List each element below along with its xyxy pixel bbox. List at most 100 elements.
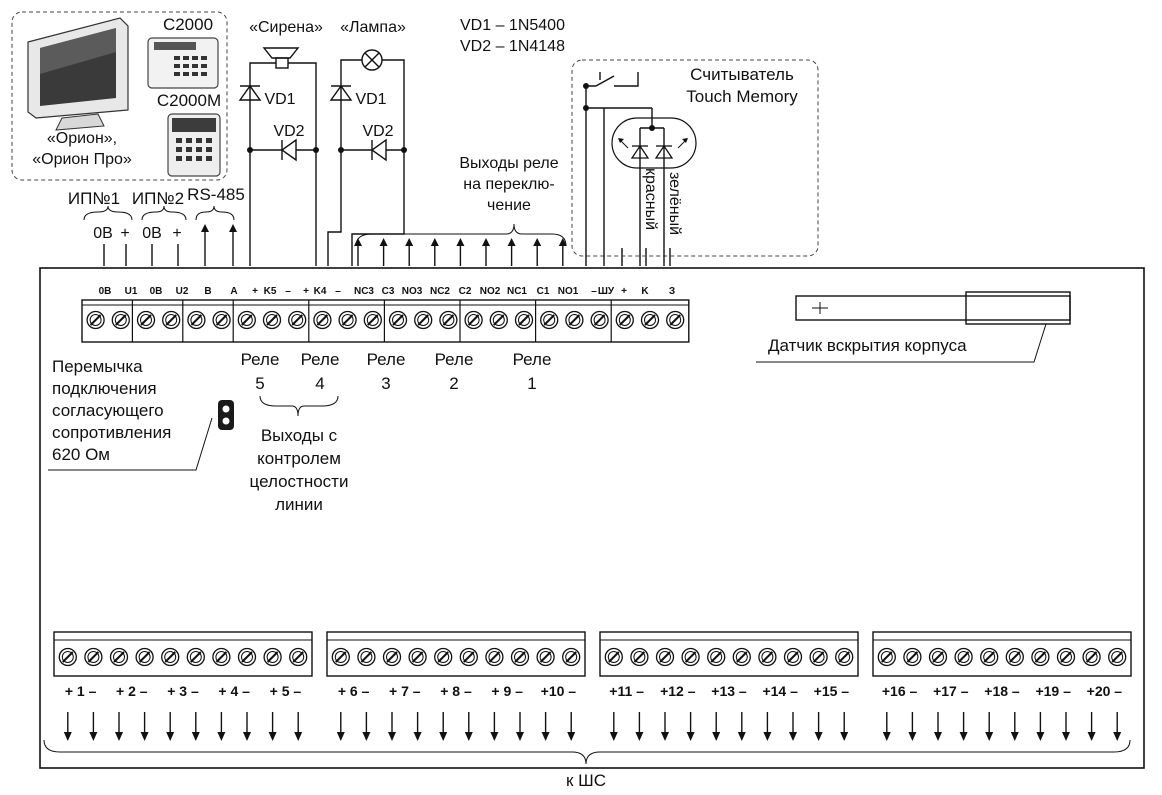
tamper-label: Датчик вскрытия корпуса bbox=[768, 336, 967, 355]
red-led-icon bbox=[618, 138, 650, 159]
to-zones-label: к ШС bbox=[566, 771, 606, 790]
computer-monitor-icon bbox=[27, 17, 129, 131]
zone-label: +10 – bbox=[541, 683, 577, 699]
vd2-siren-label: VD2 bbox=[273, 123, 304, 140]
zone-screw-terminal bbox=[954, 647, 973, 667]
zone-screw-terminal bbox=[536, 647, 555, 667]
zone-screw-terminal bbox=[212, 647, 231, 667]
zone-screw-terminal bbox=[58, 647, 77, 667]
psu2-zero-label: 0В bbox=[142, 225, 162, 242]
zone-screw-terminal bbox=[980, 647, 999, 667]
top-screw-terminal bbox=[313, 310, 332, 330]
top-screw-terminal bbox=[262, 310, 282, 330]
relay-number-label: 1 bbox=[527, 374, 536, 393]
top-screw-terminal bbox=[237, 310, 256, 330]
top-screw-terminal bbox=[212, 310, 231, 330]
zone-screw-terminal bbox=[109, 647, 129, 667]
top-screw-terminal bbox=[514, 310, 534, 330]
top-screw-terminal bbox=[162, 310, 181, 330]
terminal-label: C2 bbox=[459, 286, 472, 297]
terminal-label: NC1 bbox=[507, 286, 527, 297]
zone-label: +20 – bbox=[1087, 683, 1123, 699]
terminal-label: З bbox=[669, 286, 675, 297]
c2000m-label: С2000М bbox=[157, 91, 221, 110]
terminal-label: NO2 bbox=[480, 286, 501, 297]
controlled-text-line: контролем bbox=[257, 449, 341, 468]
board-outline bbox=[39, 267, 1145, 769]
top-screw-terminal bbox=[86, 310, 105, 330]
terminal-label: NO3 bbox=[402, 286, 423, 297]
reader-label-line2: Touch Memory bbox=[686, 87, 798, 106]
zone-labels: + 1 –+ 2 –+ 3 –+ 4 –+ 5 –+ 6 –+ 7 –+ 8 –… bbox=[65, 683, 1122, 699]
relay-number-label: 4 bbox=[315, 374, 324, 393]
zone-screw-terminal bbox=[459, 647, 478, 667]
terminal-label: NC3 bbox=[354, 286, 374, 297]
zone-screw-terminal bbox=[510, 647, 530, 667]
relay-outputs-line3: чение bbox=[487, 197, 531, 214]
psu1-plus-label: + bbox=[120, 225, 129, 242]
zone-label: + 8 – bbox=[440, 683, 472, 699]
terminal-label: U1 bbox=[125, 286, 138, 297]
jumper-text-line: подключения bbox=[52, 379, 157, 398]
vd1-lamp-label: VD1 bbox=[355, 91, 386, 108]
zone-screw-terminal bbox=[928, 647, 948, 667]
zone-screw-terminal bbox=[485, 647, 504, 667]
top-screw-terminal bbox=[565, 310, 584, 330]
top-screw-terminal bbox=[489, 310, 508, 330]
terminal-label: C3 bbox=[382, 286, 395, 297]
top-screw-terminal bbox=[338, 310, 357, 330]
jumper-description: Перемычкаподключениясогласующегосопротив… bbox=[52, 357, 171, 464]
zone-label: +12 – bbox=[660, 683, 696, 699]
zone-screw-terminal bbox=[783, 647, 803, 667]
green-led-icon bbox=[654, 138, 688, 159]
zone-screw-terminal bbox=[604, 647, 623, 667]
relay-name-label: Реле bbox=[367, 350, 406, 369]
vd2-lamp-label: VD2 bbox=[362, 123, 393, 140]
lamp-label: «Лампа» bbox=[340, 19, 406, 36]
c2000m-console-icon bbox=[167, 113, 221, 177]
terminal-label: + bbox=[252, 286, 258, 297]
zone-screw-terminal bbox=[903, 647, 922, 667]
terminal-label: NC2 bbox=[430, 286, 450, 297]
zone-output-arrows bbox=[63, 712, 1122, 741]
terminal-label: B bbox=[204, 286, 211, 297]
zone-screw-terminal bbox=[809, 647, 828, 667]
zone-label: +14 – bbox=[762, 683, 798, 699]
zone-screw-terminal bbox=[1005, 647, 1024, 667]
zone-screw-terminal bbox=[1031, 647, 1050, 667]
relay-name-label: Реле bbox=[513, 350, 552, 369]
terminal-label: + bbox=[621, 286, 627, 297]
relay-name-label: Реле bbox=[435, 350, 474, 369]
relay-name-label: Реле bbox=[241, 350, 280, 369]
zone-terminal-blocks bbox=[53, 631, 1132, 677]
zone-screw-terminal bbox=[84, 647, 103, 667]
zone-screw-terminal bbox=[1108, 647, 1127, 667]
psu1-label: ИП№1 bbox=[68, 189, 120, 208]
zone-screw-terminal bbox=[263, 647, 282, 667]
top-screw-terminal bbox=[590, 310, 609, 330]
controlled-text-line: линии bbox=[275, 495, 323, 514]
zone-label: +17 – bbox=[933, 683, 969, 699]
zone-label: +18 – bbox=[984, 683, 1020, 699]
psu2-plus-label: + bbox=[172, 225, 181, 242]
zone-screw-terminal bbox=[655, 647, 675, 667]
top-screw-terminal bbox=[111, 310, 130, 330]
zone-label: + 4 – bbox=[218, 683, 250, 699]
reader-group-frame bbox=[571, 59, 819, 257]
top-screw-terminal bbox=[615, 310, 634, 330]
vd1-lamp-diode-icon bbox=[329, 84, 353, 101]
zone-screw-terminal bbox=[562, 647, 581, 667]
c2000-keypad-icon bbox=[147, 37, 219, 89]
siren-label: «Сирена» bbox=[249, 19, 323, 36]
vd1-spec: VD1 – 1N5400 bbox=[460, 17, 565, 34]
top-screw-terminal bbox=[363, 310, 382, 330]
top-screw-terminal bbox=[666, 310, 685, 330]
terminal-label: U2 bbox=[176, 286, 189, 297]
terminal-label: – bbox=[335, 286, 341, 297]
reader-label-line1: Считыватель bbox=[690, 65, 794, 84]
siren-icon bbox=[262, 47, 300, 69]
terminal-label: A bbox=[230, 286, 237, 297]
terminal-label: K5 bbox=[264, 286, 277, 297]
